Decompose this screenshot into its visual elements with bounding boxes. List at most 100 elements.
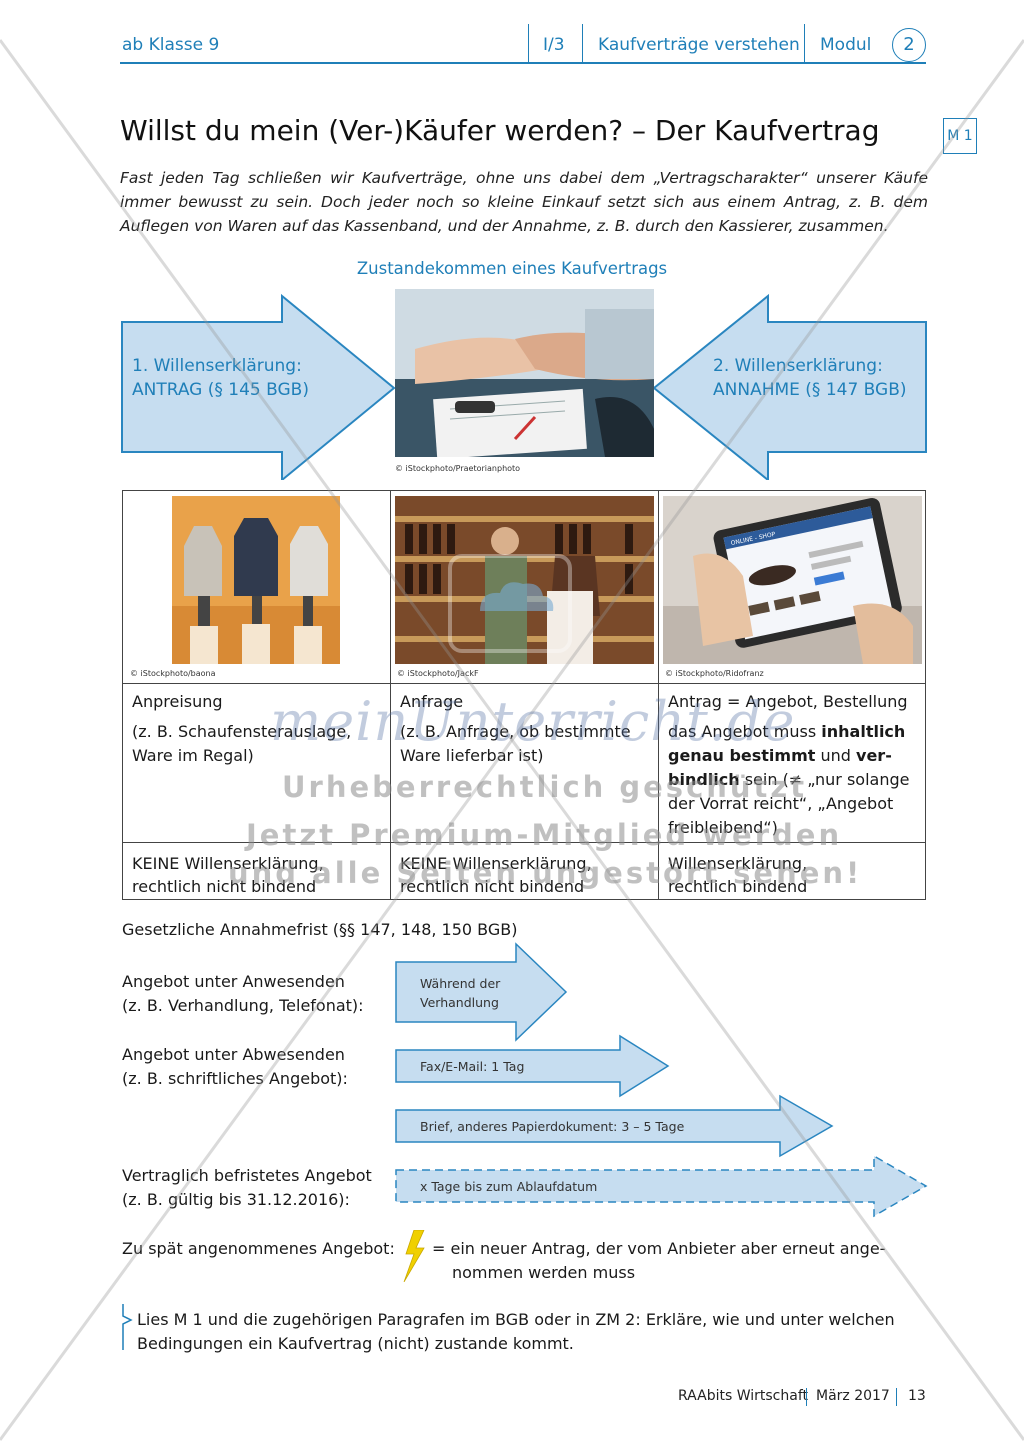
col1-body-line: Ware im Regal) — [132, 746, 254, 765]
comparison-table — [122, 490, 926, 900]
col2-heading: Anfrage — [400, 692, 464, 711]
deadline-arrows — [395, 942, 928, 1218]
late-offer-label: Zu spät angenommenes Angebot: — [122, 1239, 395, 1258]
col3-heading: Antrag = Angebot, Bestellung — [668, 692, 908, 711]
col2-body: (z. B. Anfrage, ob bestimmte Ware liefer… — [400, 720, 631, 768]
page-title: Willst du mein (Ver-)Käufer werden? – De… — [120, 114, 880, 147]
watermark-logo: meinUnterricht.de — [270, 690, 796, 753]
photo-credit-col2: © iStockphoto/JackF — [397, 669, 479, 678]
arrow-brief — [395, 1094, 834, 1158]
col1-foot-line: KEINE Willenserklärung, — [132, 854, 324, 873]
table-col-divider — [390, 490, 391, 900]
col3-text: das Angebot muss — [668, 722, 822, 741]
header-unit: I/3 — [543, 35, 565, 55]
arrow-text-fax-email: Fax/E-Mail: 1 Tag — [420, 1059, 525, 1074]
col3-bold-text: genau bestimmt — [668, 746, 816, 765]
left-arrow-shape — [121, 293, 396, 480]
col1-foot: KEINE Willenserklärung, rechtlich nicht … — [132, 852, 324, 898]
arrow-text-brief: Brief, anderes Papierdokument: 3 – 5 Tag… — [420, 1119, 685, 1134]
label-line: Angebot unter Abwesenden — [122, 1045, 345, 1064]
col1-body-line: (z. B. Schaufensterauslage, — [132, 722, 352, 741]
left-arrow-line2: ANTRAG (§ 145 BGB) — [132, 380, 309, 400]
col3-foot-line: rechtlich bindend — [668, 877, 808, 896]
footer-page-number: 13 — [908, 1388, 926, 1404]
mannequins-photo — [172, 496, 340, 664]
col3-body-line: der Vorrat reicht“, „Angebot — [668, 794, 894, 813]
left-arrow-line1: 1. Willenserklärung: — [132, 356, 302, 376]
footer-divider — [806, 1388, 807, 1406]
task-bracket-icon — [122, 1304, 133, 1350]
col2-foot: KEINE Willenserklärung, rechtlich nicht … — [400, 852, 592, 898]
header-divider — [528, 24, 529, 62]
col3-bold-text: inhaltlich — [821, 722, 906, 741]
deadlines-heading: Gesetzliche Annahmefrist (§§ 147, 148, 1… — [122, 920, 518, 939]
watermark-line2: Jetzt Premium-Mitglied werden — [246, 818, 843, 852]
watermark-line3: und alle Seiten ungestört sehen! — [228, 856, 863, 890]
col2-body-line: Ware lieferbar ist) — [400, 746, 544, 765]
header-topic: Kaufverträge verstehen — [598, 35, 800, 55]
arrow-befristet — [395, 1154, 928, 1218]
late-offer-line: nommen werden muss — [452, 1263, 636, 1282]
photo-credit-col1: © iStockphoto/baona — [130, 669, 216, 678]
col1-heading: Anpreisung — [132, 692, 223, 711]
table-col-divider — [658, 490, 659, 900]
right-arrow-line2: ANNAHME (§ 147 BGB) — [713, 380, 907, 400]
col1-foot-line: rechtlich nicht bindend — [132, 877, 317, 896]
arrow-text-anwesende: Während der Verhandlung — [420, 974, 500, 1012]
task-text: Lies M 1 und die zugehörigen Paragrafen … — [137, 1308, 895, 1356]
label-abwesende: Angebot unter Abwesenden (z. B. schriftl… — [122, 1043, 348, 1091]
col3-body: das Angebot muss inhaltlich genau bestim… — [668, 720, 909, 840]
footer-publisher: RAAbits Wirtschaft — [678, 1388, 808, 1404]
col3-body-line: das Angebot muss inhaltlich — [668, 720, 909, 744]
col3-body-line: bindlich sein (≠ „nur solange — [668, 768, 909, 792]
arrow-fax-email — [395, 1034, 670, 1098]
col3-body-line: genau bestimmt und ver- — [668, 744, 909, 768]
intro-paragraph: Fast jeden Tag schließen wir Kaufverträg… — [120, 169, 928, 235]
footer-divider — [896, 1388, 897, 1406]
task-line: Lies M 1 und die zugehörigen Paragrafen … — [137, 1310, 895, 1329]
table-row-divider — [122, 683, 926, 684]
photo-credit-col3: © iStockphoto/Ridofranz — [665, 669, 764, 678]
label-befristet: Vertraglich befristetes Angebot (z. B. g… — [122, 1164, 372, 1212]
col2-foot-line: rechtlich nicht bindend — [400, 877, 585, 896]
diagram-heading: Zustandekommen eines Kaufvertrags — [356, 259, 668, 278]
footer-date: März 2017 — [816, 1388, 890, 1404]
arrow-text-line: Während der — [420, 976, 501, 991]
task-line: Bedingungen ein Kaufvertrag (nicht) zust… — [137, 1334, 574, 1353]
modul-number-badge: 2 — [892, 28, 926, 62]
col3-foot-line: Willenserklärung, — [668, 854, 808, 873]
watermark-line1: Urheberrechtlich geschützt — [282, 770, 808, 804]
col3-text: sein (≠ „nur solange — [739, 770, 910, 789]
header-divider — [804, 24, 805, 62]
col3-bold-text: ver- — [856, 746, 892, 765]
late-offer-line: = ein neuer Antrag, der vom Anbieter abe… — [432, 1239, 886, 1258]
label-line: Vertraglich befristetes Angebot — [122, 1166, 372, 1185]
right-arrow-text: 2. Willenserklärung: ANNAHME (§ 147 BGB) — [713, 354, 907, 402]
left-arrow-text: 1. Willenserklärung: ANTRAG (§ 145 BGB) — [132, 354, 309, 402]
diagram-arrows — [121, 293, 927, 480]
right-arrow-line1: 2. Willenserklärung: — [713, 356, 883, 376]
material-tag: M 1 — [943, 118, 977, 154]
label-line: (z. B. Verhandlung, Telefonat): — [122, 996, 364, 1015]
arrow-text-line: Verhandlung — [420, 995, 499, 1010]
late-offer-text: = ein neuer Antrag, der vom Anbieter abe… — [432, 1237, 885, 1285]
label-line: Angebot unter Anwesenden — [122, 972, 345, 991]
col3-body-line: freibleibend“) — [668, 818, 778, 837]
label-line: (z. B. gültig bis 31.12.2016): — [122, 1190, 350, 1209]
col3-foot: Willenserklärung, rechtlich bindend — [668, 852, 807, 898]
arrow-text-befristet: x Tage bis zum Ablaufdatum — [420, 1179, 598, 1194]
arrow-anwesende — [395, 942, 568, 1042]
header-rule — [120, 62, 926, 64]
label-anwesende: Angebot unter Anwesenden (z. B. Verhandl… — [122, 970, 364, 1018]
header-divider — [582, 24, 583, 62]
col2-foot-line: KEINE Willenserklärung, — [400, 854, 592, 873]
col2-body-line: (z. B. Anfrage, ob bestimmte — [400, 722, 631, 741]
handshake-photo — [395, 289, 654, 457]
photo-credit-handshake: © iStockphoto/Praetorianphoto — [395, 464, 521, 473]
tablet-photo: ONLINE - SHOP — [663, 496, 922, 664]
col1-body: (z. B. Schaufensterauslage, Ware im Rega… — [132, 720, 351, 768]
header-modul-label: Modul — [820, 35, 872, 55]
table-row-divider — [122, 842, 926, 843]
header-level: ab Klasse 9 — [122, 35, 220, 55]
label-line: (z. B. schriftliches Angebot): — [122, 1069, 348, 1088]
